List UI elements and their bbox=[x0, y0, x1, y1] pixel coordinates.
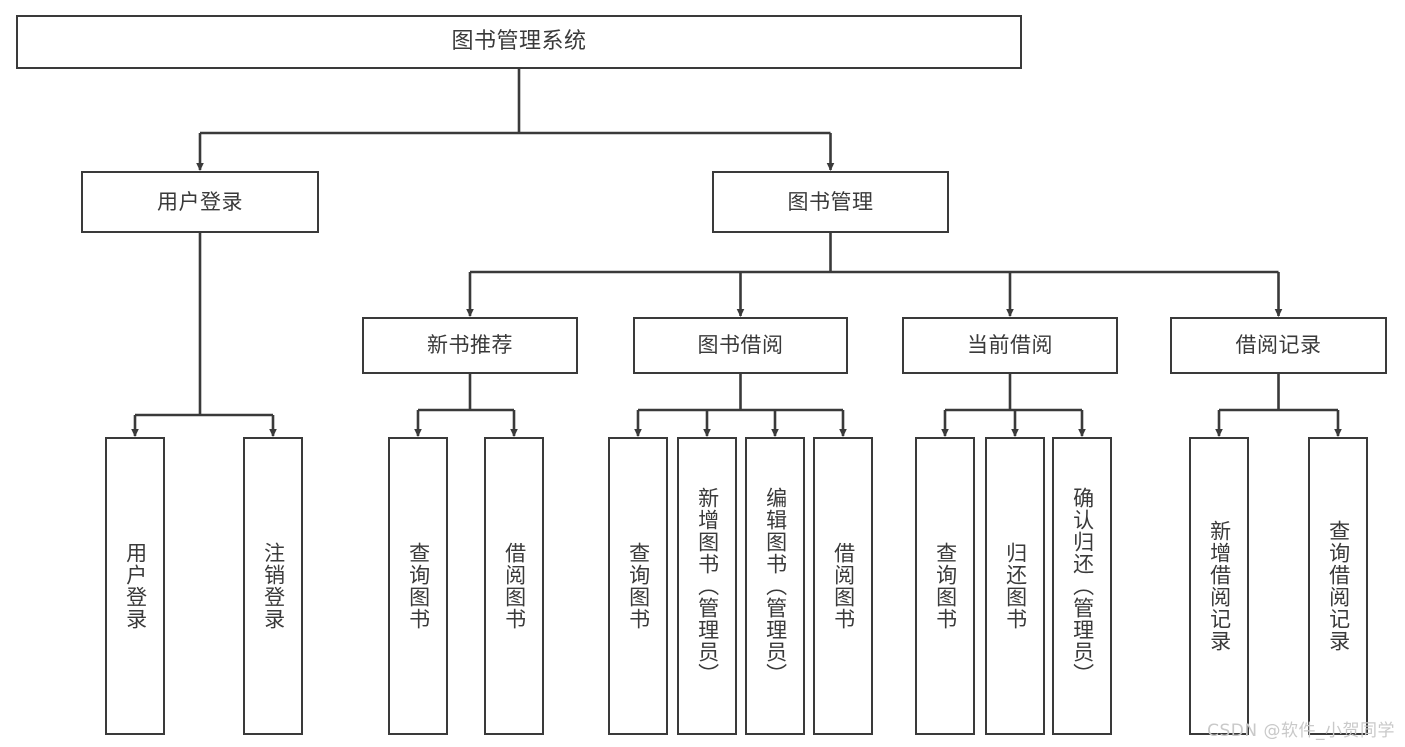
node-leaf-new-2[interactable]: 借阅图书 bbox=[484, 437, 544, 735]
node-leaf-cur-2[interactable]: 归还图书 bbox=[985, 437, 1045, 735]
node-label: 用户登录 bbox=[123, 542, 148, 630]
node-current[interactable]: 当前借阅 bbox=[902, 317, 1118, 374]
node-label: 图书管理 bbox=[787, 189, 874, 214]
node-label: 查询借阅记录 bbox=[1326, 520, 1351, 652]
node-bookmgmt[interactable]: 图书管理 bbox=[712, 171, 949, 233]
node-label: 确认归还（管理员） bbox=[1070, 487, 1095, 685]
node-leaf-bor-2[interactable]: 新增图书（管理员） bbox=[677, 437, 737, 735]
node-label: 借阅图书 bbox=[831, 542, 856, 630]
node-label: 归还图书 bbox=[1003, 542, 1028, 630]
node-leaf-cur-3[interactable]: 确认归还（管理员） bbox=[1052, 437, 1112, 735]
node-label: 注销登录 bbox=[261, 542, 286, 630]
node-label: 新增图书（管理员） bbox=[695, 487, 720, 685]
node-label: 编辑图书（管理员） bbox=[763, 487, 788, 685]
node-label: 查询图书 bbox=[626, 542, 651, 630]
node-leaf-login-2[interactable]: 注销登录 bbox=[243, 437, 303, 735]
node-label: 查询图书 bbox=[406, 542, 431, 630]
node-leaf-cur-1[interactable]: 查询图书 bbox=[915, 437, 975, 735]
node-label: 用户登录 bbox=[157, 189, 243, 214]
csdn-watermark: CSDN @软件_小贺同学 bbox=[1207, 721, 1395, 741]
node-leaf-bor-3[interactable]: 编辑图书（管理员） bbox=[745, 437, 805, 735]
node-newbook[interactable]: 新书推荐 bbox=[362, 317, 578, 374]
node-label: 新增借阅记录 bbox=[1207, 520, 1232, 652]
node-label: 新书推荐 bbox=[427, 333, 513, 358]
node-records[interactable]: 借阅记录 bbox=[1170, 317, 1387, 374]
node-leaf-rec-2[interactable]: 查询借阅记录 bbox=[1308, 437, 1368, 735]
node-leaf-bor-1[interactable]: 查询图书 bbox=[608, 437, 668, 735]
node-label: 图书借阅 bbox=[697, 333, 784, 358]
node-label: 借阅记录 bbox=[1235, 333, 1322, 358]
node-label: 图书管理系统 bbox=[451, 29, 587, 55]
node-borrow[interactable]: 图书借阅 bbox=[633, 317, 848, 374]
node-label: 查询图书 bbox=[933, 542, 958, 630]
node-root[interactable]: 图书管理系统 bbox=[16, 15, 1022, 69]
node-leaf-bor-4[interactable]: 借阅图书 bbox=[813, 437, 873, 735]
node-leaf-new-1[interactable]: 查询图书 bbox=[388, 437, 448, 735]
node-label: 当前借阅 bbox=[967, 333, 1053, 358]
node-login[interactable]: 用户登录 bbox=[81, 171, 319, 233]
node-label: 借阅图书 bbox=[502, 542, 527, 630]
node-leaf-login-1[interactable]: 用户登录 bbox=[105, 437, 165, 735]
node-leaf-rec-1[interactable]: 新增借阅记录 bbox=[1189, 437, 1249, 735]
